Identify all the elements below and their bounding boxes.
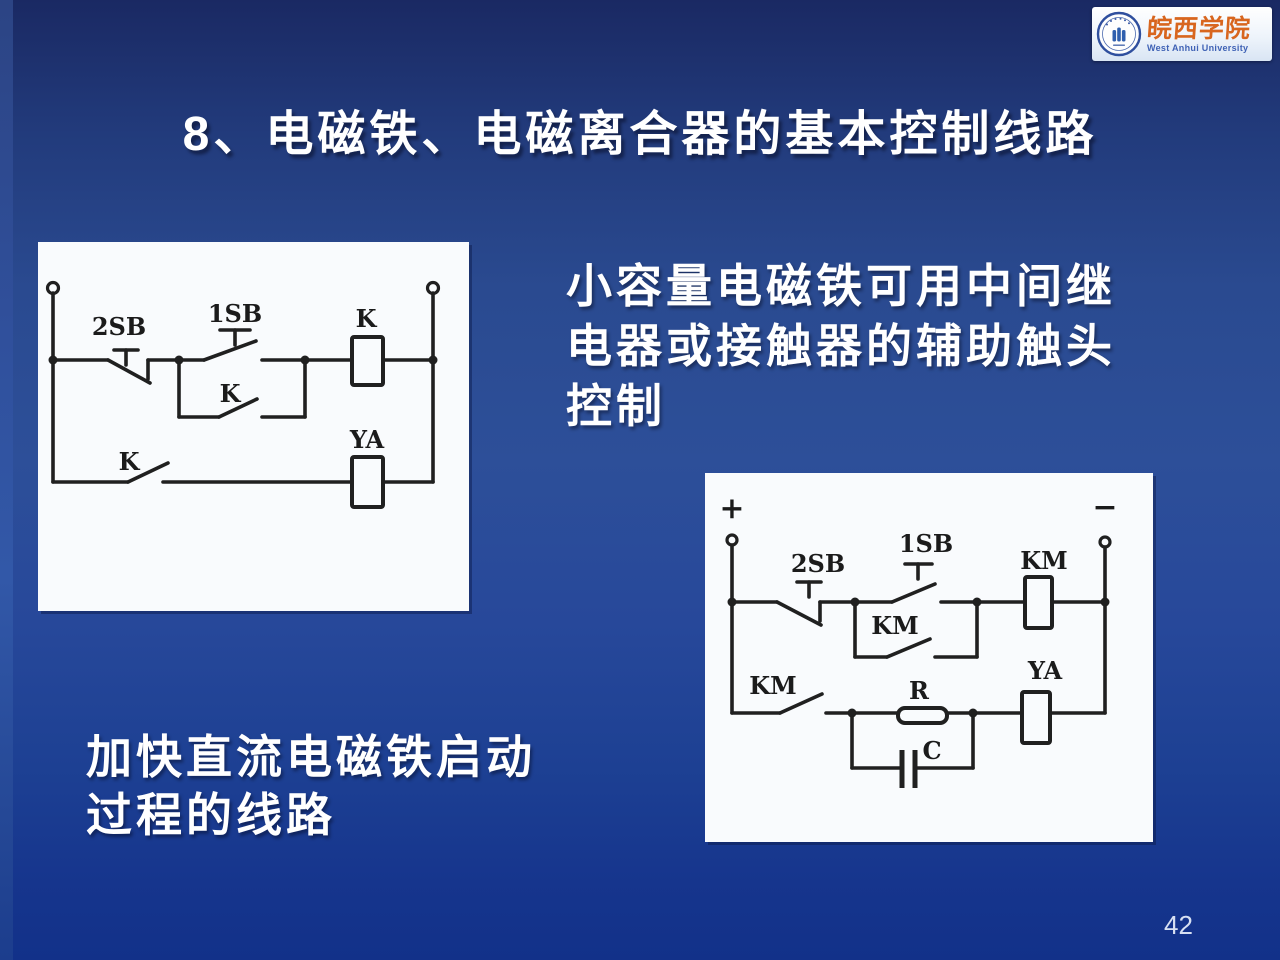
control-line [51,328,435,387]
relay-coil-symbol [350,335,385,387]
supply-rails [45,280,441,484]
plus-terminal-label: + [719,491,744,526]
start-button-symbol [890,562,937,604]
relay-coil-label: K [356,304,378,333]
capacitor-label: C [922,736,941,765]
startup-circuit-diagram: + − 2SB 1SB KM KM KM R C YA [719,490,1118,788]
capacitor-branch [850,711,975,788]
holding-contact-symbol [217,397,259,419]
stop-button-label: 2SB [92,312,146,341]
output-contact-symbol [126,461,170,484]
start-button-label: 1SB [899,529,953,558]
solenoid-coil-label: YA [349,425,385,454]
university-name-cn: 皖西学院 [1145,13,1253,43]
stop-button-label: 2SB [791,549,845,578]
stop-button-symbol [775,580,823,627]
relay-note-line: 小容量电磁铁可用中间继 [566,260,1116,312]
supply-rails [725,533,1112,715]
holding-branch [853,600,979,659]
startup-circuit-panel: + − 2SB 1SB KM KM KM R C YA [705,473,1153,842]
resistor-label: R [909,676,930,705]
seal-arc-marks [1106,17,1130,26]
university-logo: 皖西学院 West Anhui University [1092,7,1272,61]
solenoid-line [51,455,435,509]
relay-circuit-panel: 2SB 1SB K K K YA [38,242,469,611]
university-seal-icon [1096,11,1142,57]
stop-button-symbol [106,348,152,385]
holding-contact-label: KM [871,611,918,640]
start-button-symbol [202,328,258,362]
university-name: 皖西学院 West Anhui University [1145,13,1253,53]
resistor-symbol [896,706,949,725]
holding-branch [177,358,307,419]
slide-title: 8、电磁铁、电磁离合器的基本控制线路 [182,108,1098,161]
solenoid-line [730,690,1107,745]
output-contact-label: K [119,447,141,476]
left-edge-strip [0,0,13,960]
university-name-en: West Anhui University [1147,42,1249,53]
holding-contact-label: K [220,379,242,408]
contactor-coil-label: KM [1020,546,1067,575]
relay-circuit-diagram: 2SB 1SB K K K YA [45,280,441,509]
relay-note-line: 电器或接触器的辅助触头 [566,320,1116,372]
start-button-label: 1SB [208,299,262,328]
relay-note-line: 控制 [566,380,666,432]
startup-note-line: 加快直流电磁铁启动 [86,731,536,783]
solenoid-coil-label: YA [1027,656,1063,685]
seal-bottom-mark [1113,44,1125,46]
contactor-coil-symbol [1023,575,1054,630]
holding-contact-symbol [885,637,932,659]
output-contact-label: KM [749,671,796,700]
output-contact-symbol [778,692,824,715]
seal-pillars [1112,27,1126,42]
minus-terminal-label: − [1092,490,1117,525]
startup-note: 加快直流电磁铁启动 过程的线路 [86,728,536,844]
junction-dots [727,597,1110,718]
page-number: 42 [1164,910,1193,940]
solenoid-coil-symbol [1020,690,1052,745]
solenoid-coil-symbol [350,455,385,509]
relay-note: 小容量电磁铁可用中间继 电器或接触器的辅助触头 控制 [566,256,1116,436]
startup-note-line: 过程的线路 [86,789,336,841]
junction-dots [48,355,438,365]
